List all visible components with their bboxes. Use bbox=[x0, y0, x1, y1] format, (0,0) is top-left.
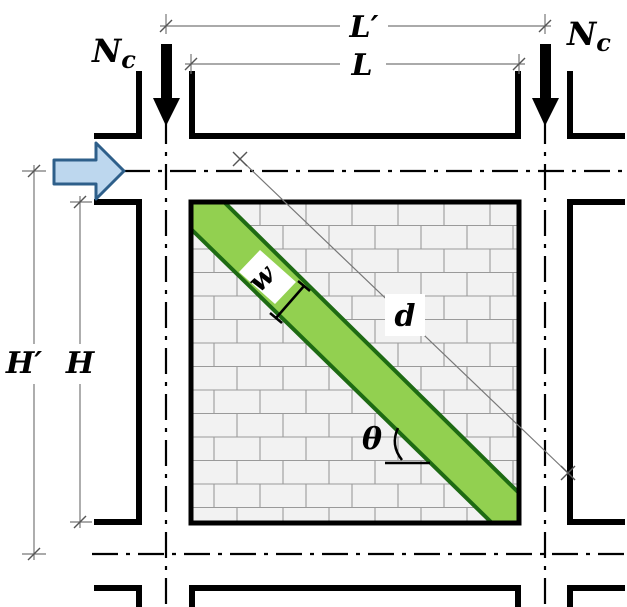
label-h-prime: H′ bbox=[5, 346, 42, 381]
arrow-right-icon bbox=[52, 141, 126, 201]
frame-edge-bottom-middle bbox=[189, 585, 521, 607]
label-theta: θ bbox=[362, 422, 382, 457]
label-backgrounds bbox=[0, 8, 425, 384]
axial-load-arrow-left-head bbox=[153, 98, 180, 126]
infill-border bbox=[188, 199, 522, 526]
frame-edge-bottom-left bbox=[94, 585, 142, 607]
theta-arc bbox=[393, 427, 403, 461]
axial-load-arrow-right-shaft bbox=[540, 44, 551, 100]
label-nc-left: Nc bbox=[91, 32, 136, 74]
frame-edge-left-middle bbox=[94, 199, 142, 525]
frame-edge-top-left bbox=[94, 71, 142, 139]
label-l-prime: L′ bbox=[348, 10, 378, 45]
frame-edge-top-middle bbox=[189, 71, 521, 139]
label-l: L bbox=[350, 48, 372, 83]
arrow-down-icon bbox=[153, 44, 180, 126]
rc-frame bbox=[94, 71, 625, 607]
lateral-load-arrow bbox=[52, 141, 126, 201]
axial-load-arrow-left-shaft bbox=[161, 44, 172, 100]
frame-edge-right-middle bbox=[567, 199, 625, 525]
centre-lines bbox=[92, 118, 627, 607]
label-nc-right: Nc bbox=[566, 15, 611, 57]
frame-edge-top-right bbox=[567, 71, 625, 139]
label-h: H bbox=[65, 346, 96, 381]
axial-load-arrow-right-head bbox=[532, 98, 559, 126]
frame-edge-bottom-right bbox=[567, 585, 625, 607]
label-d: d bbox=[395, 299, 416, 334]
dim-w bbox=[275, 285, 305, 319]
arrow-down-icon bbox=[532, 44, 559, 126]
